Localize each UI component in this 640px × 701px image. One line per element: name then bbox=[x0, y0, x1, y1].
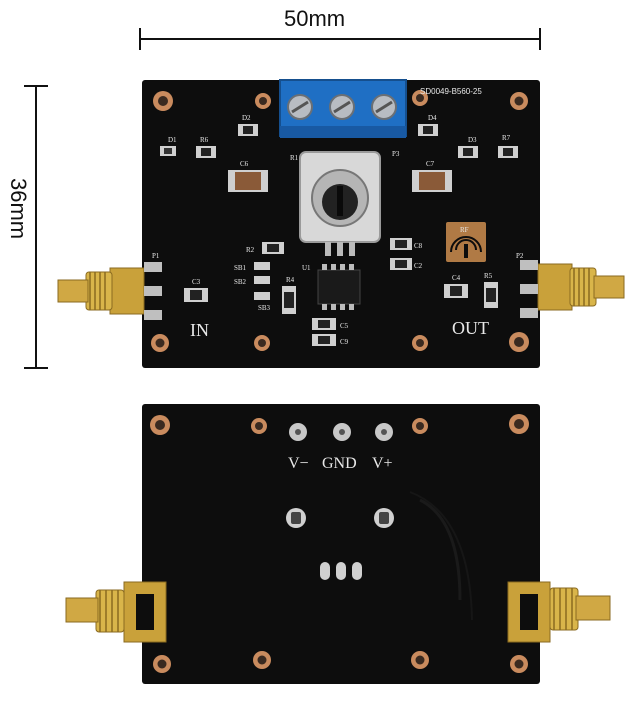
label-c5: C5 bbox=[340, 322, 349, 330]
sma-connector-out-top bbox=[520, 260, 625, 318]
label-r6: R6 bbox=[200, 136, 209, 144]
label-p3: P3 bbox=[392, 150, 400, 158]
label-r2: R2 bbox=[246, 246, 255, 254]
bottom-pcb bbox=[142, 404, 540, 684]
label-c4: C4 bbox=[452, 274, 461, 282]
v-minus-label: V− bbox=[288, 455, 309, 472]
out-label: OUT bbox=[452, 318, 489, 338]
capacitor-c6 bbox=[228, 170, 268, 192]
rf-logo-text: RF bbox=[460, 226, 469, 234]
capacitor-c7 bbox=[412, 170, 452, 192]
smd-parts bbox=[160, 124, 518, 346]
label-c7: C7 bbox=[426, 160, 435, 168]
v-plus-label: V+ bbox=[372, 455, 393, 472]
label-r1: R1 bbox=[290, 154, 299, 162]
label-d2: D2 bbox=[242, 114, 251, 122]
label-r4: R4 bbox=[286, 276, 295, 284]
label-r5: R5 bbox=[484, 272, 493, 280]
label-c8: C8 bbox=[414, 242, 423, 250]
sma-connector-right-bottom bbox=[507, 581, 611, 643]
label-c3: C3 bbox=[192, 278, 201, 286]
label-c9: C9 bbox=[340, 338, 349, 346]
label-c2: C2 bbox=[414, 262, 423, 270]
width-dimension-label: 50mm bbox=[284, 6, 346, 31]
label-sb1: SB1 bbox=[234, 264, 247, 272]
terminal-block bbox=[279, 79, 407, 138]
label-d3: D3 bbox=[468, 136, 477, 144]
sma-connector-in-top bbox=[57, 262, 162, 320]
sma-connector-left-bottom bbox=[65, 581, 167, 643]
label-p1: P1 bbox=[152, 252, 160, 260]
bottom-mounting-holes bbox=[150, 414, 529, 673]
power-solder-pads bbox=[289, 423, 393, 441]
label-d4: D4 bbox=[428, 114, 437, 122]
serial-label: SD0049-B560-25 bbox=[420, 87, 482, 96]
gnd-label: GND bbox=[322, 455, 357, 472]
top-mounting-holes bbox=[151, 90, 529, 352]
label-r7: R7 bbox=[502, 134, 511, 142]
potentiometer-pads bbox=[286, 508, 394, 580]
label-p2: P2 bbox=[516, 252, 524, 260]
potentiometer bbox=[299, 151, 381, 256]
in-label: IN bbox=[190, 320, 209, 340]
label-c6: C6 bbox=[240, 160, 249, 168]
rf-logo bbox=[446, 222, 486, 262]
label-u1: U1 bbox=[302, 264, 311, 272]
label-d1: D1 bbox=[168, 136, 177, 144]
label-sb2: SB2 bbox=[234, 278, 247, 286]
ic-u1 bbox=[317, 264, 361, 310]
label-sb3: SB3 bbox=[258, 304, 271, 312]
